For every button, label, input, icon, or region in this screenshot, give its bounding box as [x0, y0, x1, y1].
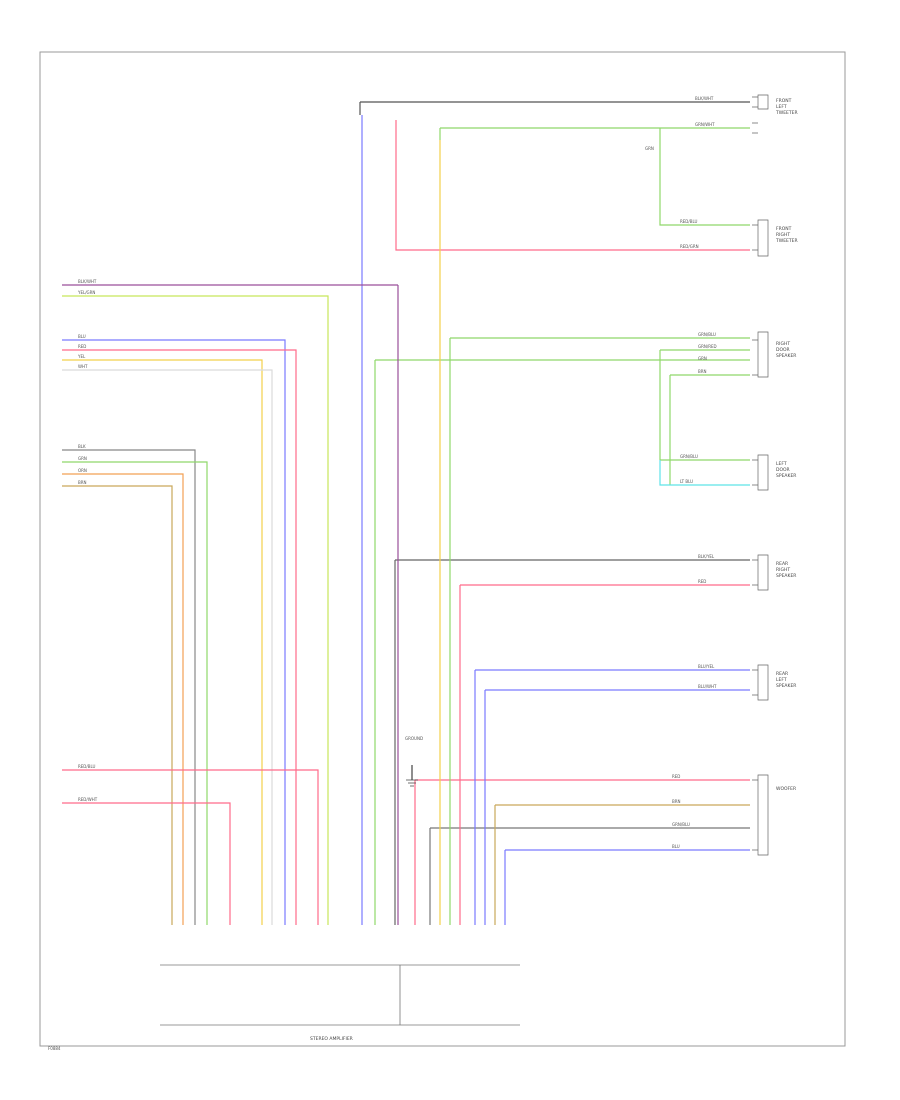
component-rear-left-speaker-l3: SPEAKER [776, 683, 796, 689]
component-front-left-tweeter-l3: TWEETER [775, 110, 798, 116]
wire-ld-2 [659, 460, 750, 486]
label-left-bot-1: RED/BLU [78, 764, 96, 769]
component-front-right-tweeter-l1: FRONT [776, 226, 792, 232]
label-left-low-4: BRN [78, 480, 87, 485]
ground-label: GROUND [405, 736, 423, 741]
connector-front-left-tweeter-b [752, 122, 758, 134]
label-w-4: BLU [672, 844, 680, 849]
wire-green-front-right [659, 128, 750, 226]
label-rd-1: GRN/BLU [698, 332, 716, 337]
label-left-bot-2: RED/WHT [78, 797, 98, 802]
label-left-mid-2: RED [78, 344, 86, 349]
connector-front-left-tweeter [752, 94, 769, 110]
component-left-door-speaker-l3: SPEAKER [776, 473, 796, 479]
ground-symbol: GROUND [405, 736, 423, 787]
component-right-door-speaker-l3: SPEAKER [776, 353, 796, 359]
center-verticals [361, 115, 506, 925]
component-left-door-speaker-l1: LEFT [776, 461, 787, 467]
wire-left-top-2 [62, 295, 329, 925]
connector-right-door-speaker [752, 331, 769, 378]
wire-red-front-right [395, 120, 750, 251]
amplifier-connector: STEREO AMPLIFIER [160, 964, 520, 1042]
label-ld-1: GRN/BLU [680, 454, 698, 459]
connector-rear-left-speaker [752, 664, 769, 701]
component-rear-right-speaker-l2: RIGHT [776, 567, 790, 573]
label-left-mid-4: WHT [78, 364, 88, 369]
wire-left-mid-4 [62, 369, 273, 925]
footer-label: STEREO AMPLIFIER [310, 1036, 353, 1042]
wire-left-mid-1 [62, 339, 286, 925]
connector-subwoofer [752, 774, 769, 856]
right-wires: GRN RED/BLU RED/GRN GRN/BLU GRN/RED GRN … [375, 120, 750, 851]
label-ft-red-1: RED/BLU [680, 219, 698, 224]
label-left-mid-3: YEL [77, 354, 86, 359]
component-right-door-speaker-l1: RIGHT [776, 341, 790, 347]
label-rl-2: BLU/WHT [698, 684, 717, 689]
wire-left-low-3 [62, 473, 184, 925]
label-left-top-2: YEL/GRN [77, 290, 95, 295]
left-wires: BLK/WHT YEL/GRN BLU RED YEL WHT BLK GRN … [62, 279, 398, 925]
wire-left-bot-2 [62, 802, 231, 925]
label-w-2: BRN [672, 799, 681, 804]
label-left-top-1: BLK/WHT [78, 279, 97, 284]
connector-front-right-tweeter [752, 219, 769, 257]
component-left-door-speaker-l2: DOOR [776, 467, 790, 473]
label-rr-2: RED [698, 579, 706, 584]
component-labels: FRONT LEFT TWEETER FRONT RIGHT TWEETER R… [775, 98, 798, 792]
diagram-frame [39, 51, 846, 1047]
wire-left-bot-1 [62, 769, 319, 925]
connector-rear-right-speaker [752, 554, 769, 591]
label-w-1: RED [672, 774, 680, 779]
label-left-low-3: ORN [78, 468, 87, 473]
label-left-low-1: BLK [78, 444, 86, 449]
wire-left-low-1 [62, 449, 196, 925]
right-connectors [752, 94, 769, 856]
component-rear-right-speaker-l1: REAR [776, 561, 788, 567]
connector-left-door-speaker [752, 454, 769, 491]
label-left-low-2: GRN [78, 456, 87, 461]
label-rd-3: GRN [698, 356, 707, 361]
component-front-right-tweeter-l2: RIGHT [776, 232, 790, 238]
label-rd-4: BRN [698, 369, 707, 374]
component-front-left-tweeter-l2: LEFT [776, 104, 787, 110]
label-w-3: GRN/BLU [672, 822, 690, 827]
label-rr-1: BLK/YEL [698, 554, 715, 559]
wire-left-low-4 [62, 485, 173, 925]
component-right-door-speaker-l2: DOOR [776, 347, 790, 353]
page-code: F0884 [48, 1046, 61, 1051]
label-ft-red-2: RED/GRN [680, 244, 699, 249]
label-top-black: BLK/WHT [695, 96, 714, 101]
wire-group-front-left-tweeter: BLK/WHT GRN/WHT [359, 96, 750, 140]
label-rd-2: GRN/RED [698, 344, 717, 349]
wire-left-mid-3 [62, 359, 263, 925]
label-rl-1: BLU/YEL [698, 664, 715, 669]
component-subwoofer: WOOFER [776, 786, 796, 792]
label-left-mid-1: BLU [78, 334, 86, 339]
label-top-green: GRN/WHT [695, 122, 715, 127]
ground-icon [406, 779, 418, 787]
component-front-left-tweeter-l1: FRONT [776, 98, 792, 104]
wire-left-low-2 [62, 461, 208, 925]
label-green-mid: GRN [645, 146, 654, 151]
label-ld-2: LT BLU [680, 479, 693, 484]
component-rear-left-speaker-l2: LEFT [776, 677, 787, 683]
component-rear-right-speaker-l3: SPEAKER [776, 573, 796, 579]
component-front-right-tweeter-l3: TWEETER [775, 238, 798, 244]
wire-left-mid-2 [62, 349, 297, 925]
component-rear-left-speaker-l1: REAR [776, 671, 788, 677]
